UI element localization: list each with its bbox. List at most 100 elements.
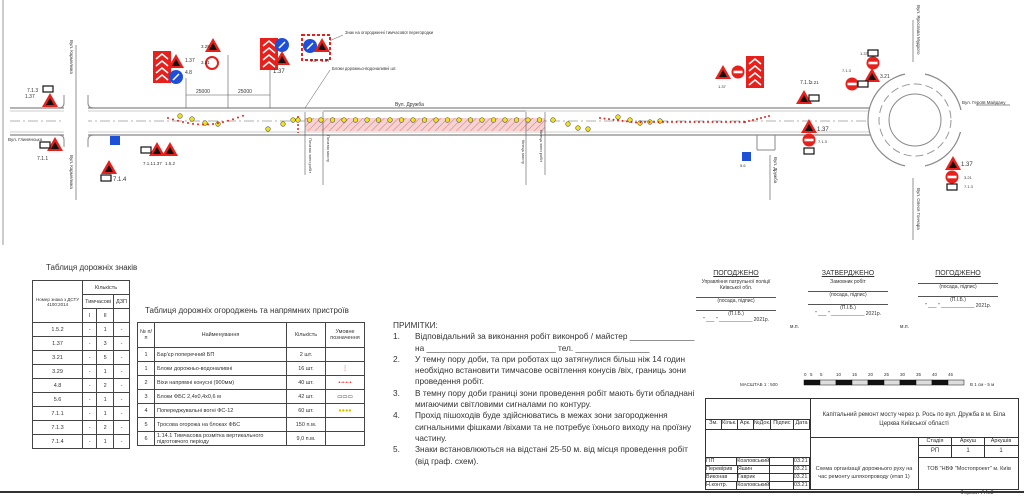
approval-name: (П.І.Б.) [696,310,776,317]
person-date: 03.21 [794,458,810,466]
cone-marker [768,115,770,117]
note-item: 1.Відповідальний за виконання робіт вико… [393,331,703,354]
header-symbol: Умовне позначення [325,322,365,348]
warning-light-marker [387,117,393,123]
signs-table-cell: 3.29 [31,364,84,379]
signs-table-cell: - [82,406,98,421]
person-role: Н.контр. [706,482,738,490]
warning-sign-icon [864,68,880,82]
signs-table-cell: - [82,322,98,337]
warning-sign-icon [42,93,58,107]
barriers-table-cell: Віхи напрямні конусні (900мм) [154,375,287,390]
plate-icon [140,146,152,154]
cone-marker [707,121,709,123]
dimension-lines: 25000 25000 [185,55,271,108]
signature [770,466,794,474]
side-street-south [756,135,776,200]
title-block-header: Дата [794,419,810,429]
sign-label: 3.21 [880,74,890,80]
scale-note: В 1 см - 5 м [970,382,994,387]
note-item: 4.Прохід пішоходів буде здійснюватись в … [393,410,703,444]
note-number: 5. [393,444,400,455]
signs-table-cell: 7.1.3 [31,420,84,435]
legend-symbol: ●●●● [325,403,365,418]
approval-name: (П.І.Б.) [918,296,998,303]
approval-heading: ПОГОДЖЕНО [935,270,981,277]
warning-light-marker [502,117,508,123]
signs-table-cell: - [113,364,130,379]
sign-label: 7.1.1 [143,161,154,166]
sheet-label: Аркуш [959,438,977,444]
street-label-main: Вул. Дружба [395,102,424,108]
dimension-2: 25000 [238,89,252,95]
street-label-right: Вул. Героїв Майдану [962,99,1006,105]
signs-table-cell: - [113,434,130,449]
signs-table-cell: 3 [96,336,114,351]
signs-table-title: Таблиця дорожніх знаків [46,263,138,272]
street-label-side-south: Вул. Дружба [773,157,778,184]
warning-light-marker [444,117,451,123]
header-qty: Кількість [286,322,326,348]
no-entry-sign-icon [731,65,745,79]
sheet-value: 1 [966,448,970,454]
approval-name: (П.І.Б.) [808,304,888,311]
scale-tick-label: 25 [884,372,890,377]
sign-label: 1.37 [321,58,330,63]
scale-tick-label: 45 [948,372,954,377]
cone-marker [738,121,741,123]
sign-label: 1.37 [961,162,973,168]
barriers-table-cell: 1 [137,361,155,376]
cone-marker [648,121,651,123]
warning-sign-icon [715,65,731,79]
sign-label: 5.6 [740,163,746,168]
signs-table-cell: - [82,392,98,407]
approval-date: " ___ " ____________ 2021р. [702,317,770,323]
person-role: ГІП [706,458,738,466]
notes-title: ПРИМІТКИ: [393,320,438,330]
signs-table-cell: - [113,322,130,337]
annotation-work-end: Кінець зони робіт [539,130,544,162]
approval-role: (посада, підпис) [696,297,776,304]
cone-marker [711,121,714,123]
note-number: 1. [393,331,400,342]
legend-symbol [325,347,365,362]
sign-label: 1.37 [718,84,727,89]
sheets-value: 1 [999,448,1003,454]
scale-tick-label: 15 [852,372,858,377]
scale-tick-label: 10 [836,372,842,377]
no-entry-sign-icon [845,77,859,91]
cone-marker [684,121,687,123]
cone-marker [612,118,615,121]
warning-light-marker [479,117,485,123]
signs-table-cell: - [113,392,130,407]
cone-marker [653,121,655,123]
barriers-table-cell: 40 шт. [286,375,326,390]
signs-table-cell: 1.37 [31,336,84,351]
signs-table-cell: - [113,406,130,421]
warning-light-marker [433,117,439,123]
cone-marker [662,121,664,123]
warning-light-marker [280,121,286,127]
signature [770,482,794,490]
scale-label: МАСШТАБ 1 : 500 [740,382,778,387]
plate-icon [867,49,879,57]
cone-marker [729,121,732,123]
cone-marker [177,119,179,122]
signs-table-cell: - [113,420,130,435]
warning-light-marker [375,117,382,123]
title-block-header: №Док. [753,419,771,429]
sign-label: 1.37 [153,161,162,166]
street-label-cross-south: Вул. Кармелюка [69,155,74,189]
warning-sign-icon [945,156,961,170]
legend-symbol: ▭▭▭ [325,389,365,404]
header-name: Найменування [154,322,287,348]
signs-table-cell: - [82,434,98,449]
cone-marker [167,117,169,119]
warning-light-marker [290,117,296,123]
legend-symbol: •-•-•-• [325,375,365,390]
approval-org: Управління патрульної поліції Київської … [701,279,771,291]
